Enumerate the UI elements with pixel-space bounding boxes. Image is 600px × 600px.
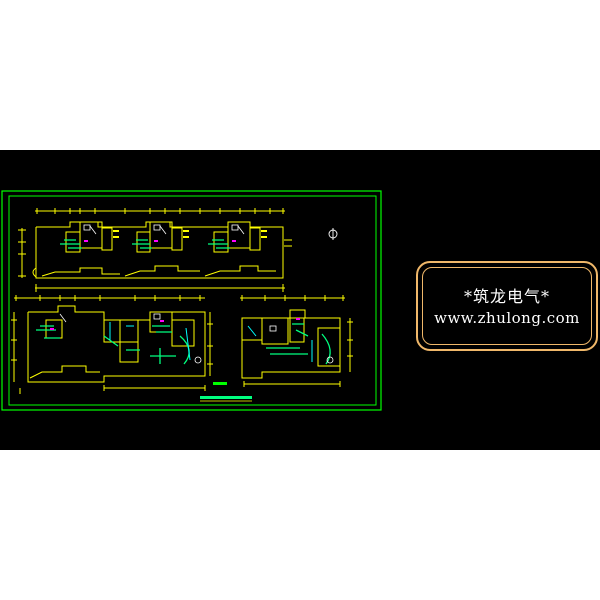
bl-cyan-marks (109, 322, 191, 361)
top-plan-curve (32, 267, 37, 278)
bl-outline (27, 305, 206, 383)
top-floor-plan (18, 208, 292, 292)
bl-magenta-marks (50, 320, 164, 330)
top-plan-fixtures (83, 224, 245, 235)
top-plan-steps-2 (124, 265, 200, 277)
br-outline (241, 309, 341, 379)
bottom-right-plan (240, 295, 353, 387)
sheet-outer-frame (1, 190, 382, 411)
north-arrow-symbol (328, 228, 338, 240)
br-magenta-marks (296, 318, 300, 320)
watermark-title: *筑龙电气* (463, 287, 550, 306)
bl-steps (29, 365, 100, 379)
top-plan-labels (113, 230, 267, 238)
cad-viewport: *筑龙电气* www.zhulong.com (0, 150, 600, 450)
top-plan-room-units (65, 221, 261, 253)
bottom-left-plan (11, 295, 213, 394)
br-cyan-marks (247, 325, 313, 362)
watermark-inner-border (422, 267, 592, 345)
sheet-inner-frame (8, 195, 377, 406)
bl-white-fixtures (59, 313, 202, 364)
br-white-fixtures (269, 325, 334, 364)
top-plan-wiring (60, 239, 230, 249)
top-plan-steps-3 (204, 265, 276, 277)
watermark-box: *筑龙电气* www.zhulong.com (416, 261, 598, 351)
drawing-title-bar (200, 382, 252, 402)
top-dimension-ticks (36, 208, 284, 214)
top-plan-magenta-marks (84, 240, 236, 242)
top-plan-steps-1 (41, 267, 120, 277)
bl-wiring (36, 325, 190, 365)
watermark-url: www.zhulong.com (434, 309, 580, 327)
cad-drawing (1, 190, 382, 411)
